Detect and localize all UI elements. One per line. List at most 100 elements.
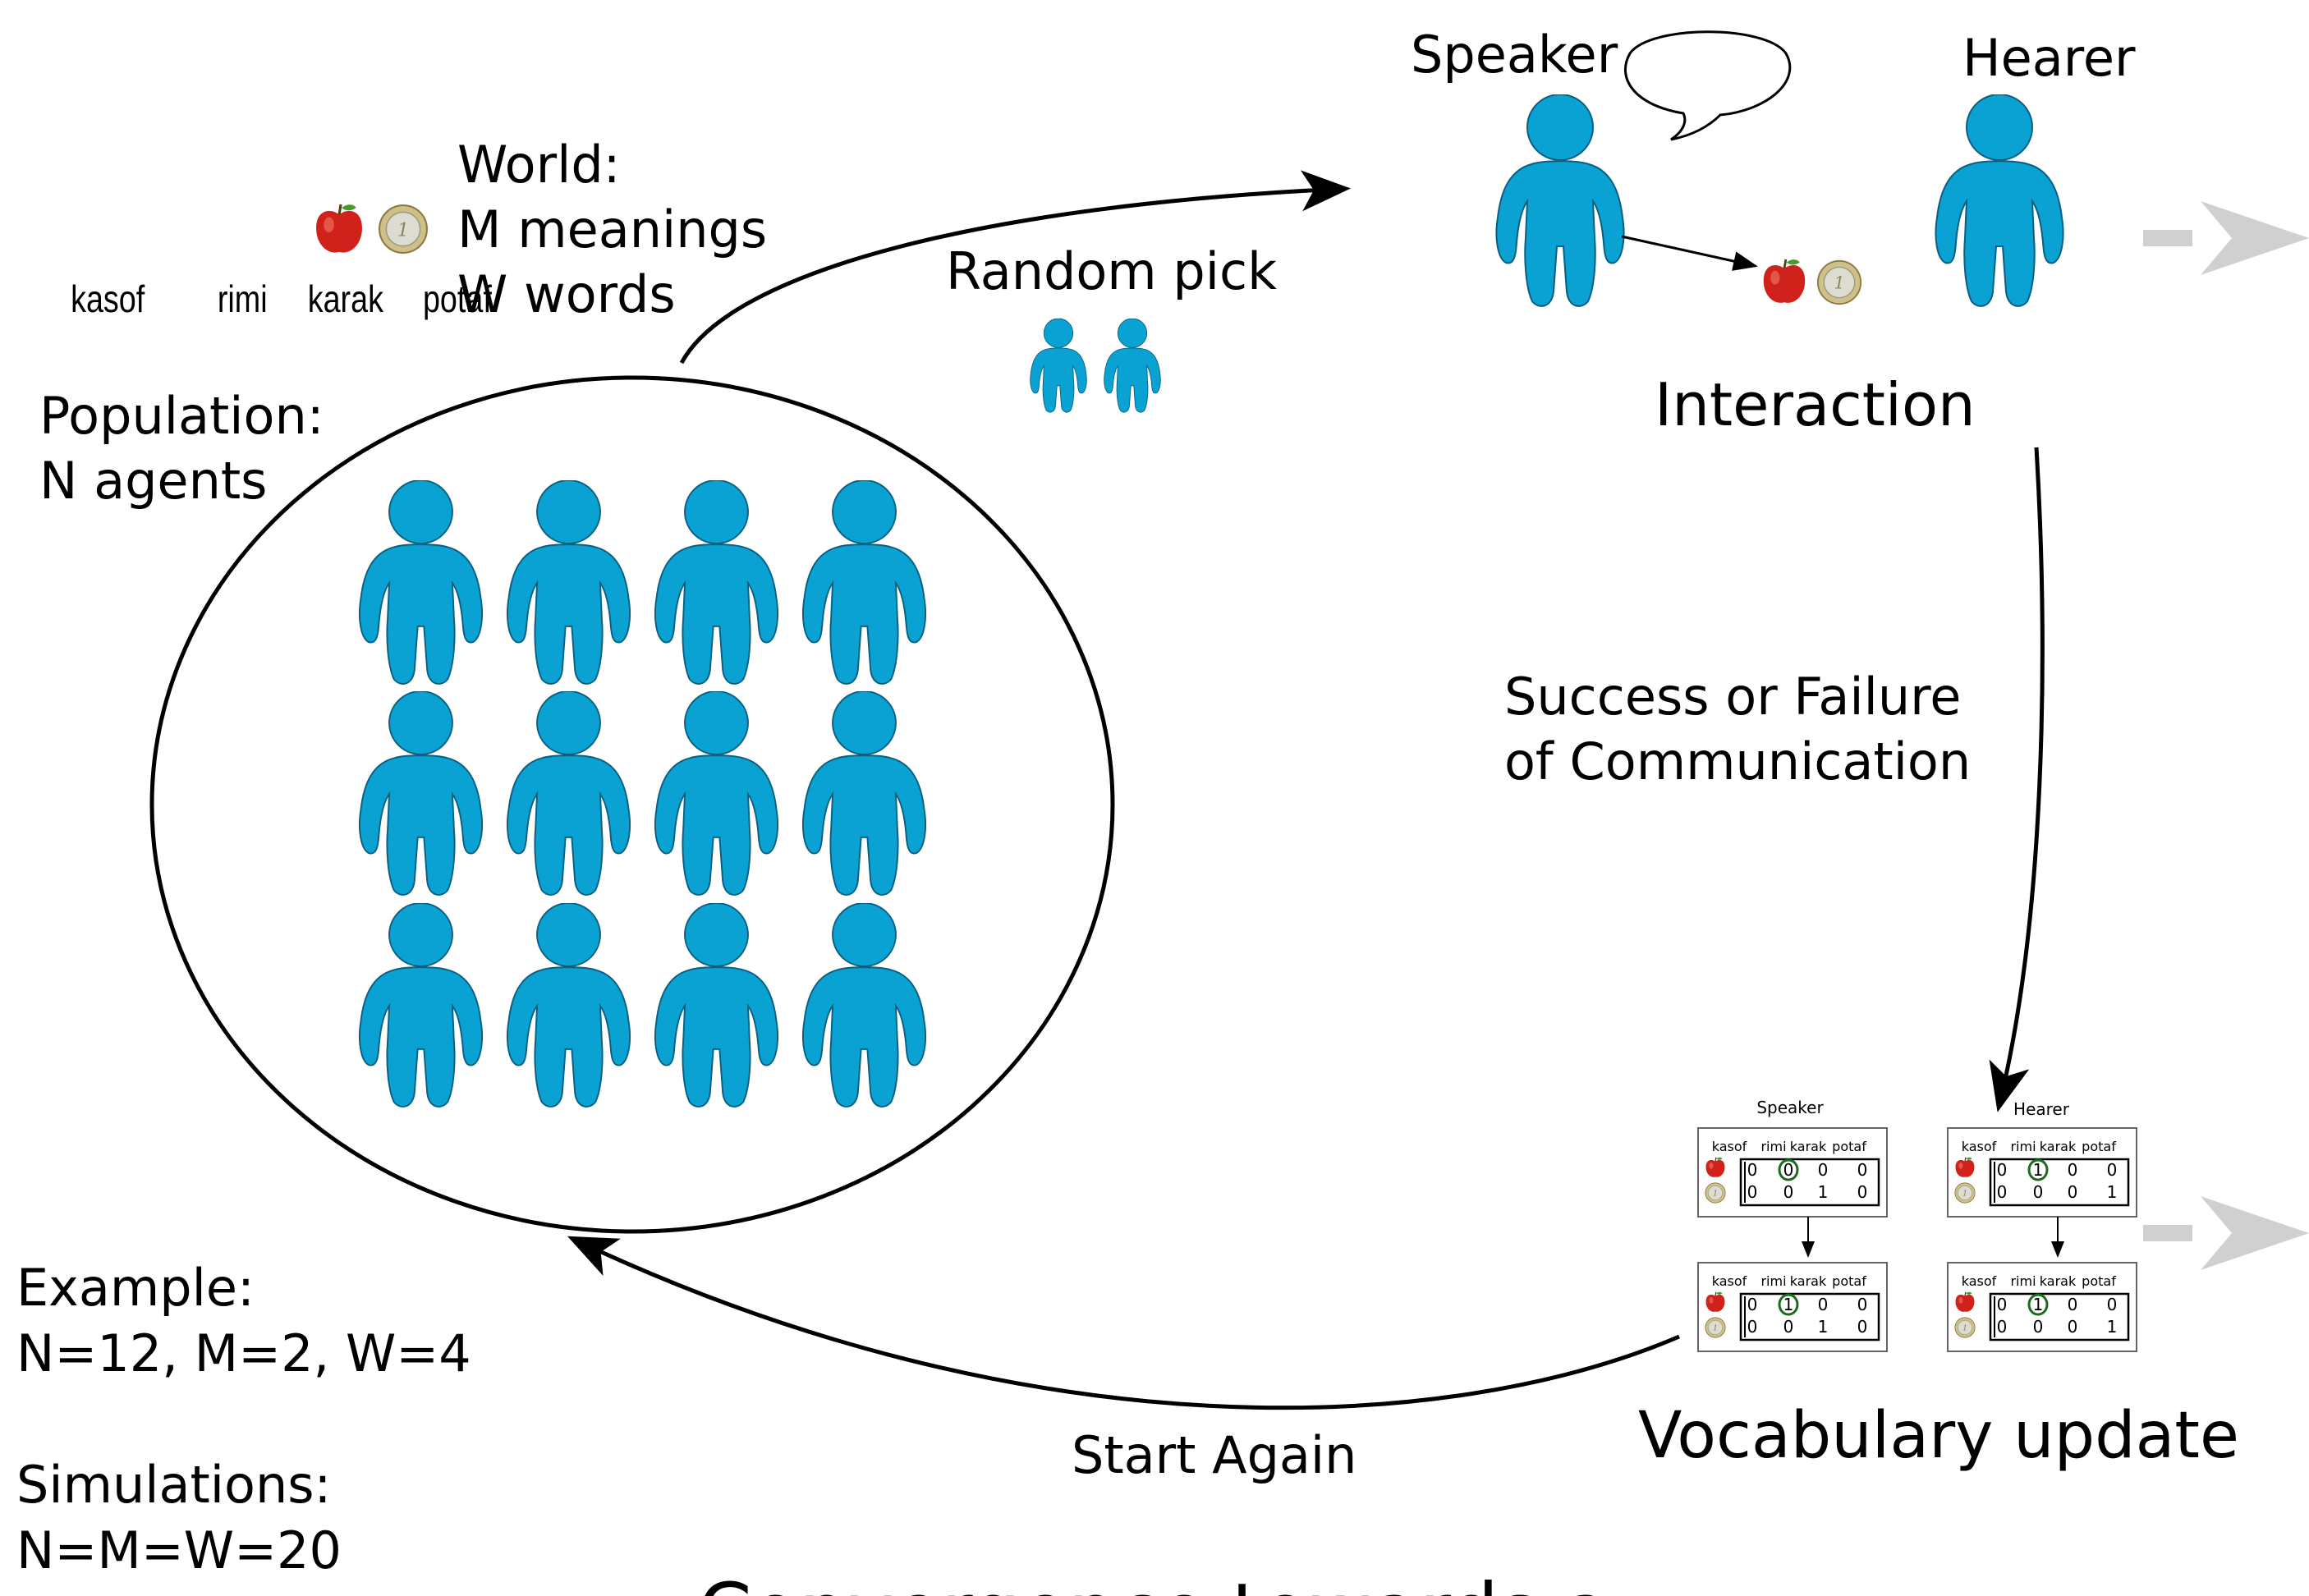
matrix-cell: 1	[2107, 1317, 2118, 1337]
matrix-cell: 0	[2068, 1182, 2078, 1202]
population-count: N agents	[39, 451, 268, 511]
speech-bubble-icon	[1624, 30, 1792, 141]
coin-icon	[1705, 1182, 1726, 1204]
matrix-col-header: karak	[2040, 1139, 2077, 1154]
matrix-col-header: rimi	[2010, 1273, 2036, 1289]
matrix-hearer-title: Hearer	[2013, 1099, 2070, 1119]
matrix-cell: 1	[2107, 1182, 2118, 1202]
simulations-title: Simulations:	[16, 1455, 331, 1515]
agent-1	[358, 480, 484, 685]
population-agents	[358, 480, 927, 1108]
start-again-label: Start Again	[1072, 1425, 1356, 1485]
coin-icon	[1954, 1182, 1976, 1204]
matrix-cell: 0	[1857, 1317, 1868, 1337]
vocab-word-kasof: kasof	[71, 277, 145, 319]
agent-5	[358, 691, 484, 896]
matrix-cell: 1	[1818, 1317, 1829, 1337]
matrix-col-header: potaf	[2082, 1139, 2116, 1154]
matrix-cell: 0	[1997, 1182, 2008, 1202]
matrix-col-header: rimi	[1760, 1139, 1786, 1154]
hearer-label: Hearer	[1962, 28, 2136, 88]
matrix-cell: 0	[2068, 1295, 2078, 1314]
matrix-col-header: kasof	[1712, 1139, 1747, 1154]
coin-icon	[1705, 1317, 1726, 1338]
matrix-speaker-title: Speaker	[1756, 1098, 1824, 1117]
picked-agent-1	[1030, 319, 1087, 413]
coin-icon	[1954, 1317, 1976, 1338]
simulations-values: N=M=W=20	[16, 1520, 342, 1580]
population-ellipse	[149, 375, 1115, 1234]
interaction-label: Interaction	[1655, 370, 1976, 439]
agent-3	[654, 480, 779, 685]
agent-8	[801, 691, 927, 896]
world-meanings: M meanings	[457, 200, 767, 259]
feedback-line2: of Communication	[1504, 732, 1971, 791]
matrix-col-header: potaf	[1832, 1139, 1866, 1154]
matrix-cell: 0	[2107, 1160, 2118, 1180]
vocabulary-update-label: Vocabulary update	[1638, 1399, 2239, 1473]
population-title: Population:	[39, 386, 324, 446]
matrix-col-header: karak	[2040, 1273, 2077, 1289]
picked-agent-2	[1104, 319, 1161, 413]
agent-11	[654, 903, 779, 1108]
matrix-cell: 1	[1783, 1295, 1794, 1314]
matrix-highlight	[1778, 1293, 1799, 1316]
speaker-label: Speaker	[1411, 25, 1618, 85]
matrix-highlight	[2027, 1293, 2049, 1316]
vocab-word-rimi: rimi	[218, 277, 268, 319]
matrix-cell: 1	[2033, 1295, 2044, 1314]
matrix-col-header: rimi	[1760, 1273, 1786, 1289]
matrix-cell: 0	[1783, 1317, 1794, 1337]
matrix-cell: 1	[1818, 1182, 1829, 1202]
matrix-col-header: karak	[1790, 1273, 1827, 1289]
matrix-cell: 0	[1818, 1160, 1829, 1180]
interaction-coin-icon	[1816, 259, 1862, 305]
matrix-cell: 0	[1997, 1317, 2008, 1337]
world-title: World:	[457, 135, 621, 195]
matrix-cell: 0	[1857, 1160, 1868, 1180]
matrix-cell: 0	[2033, 1317, 2044, 1337]
matrix-cell: 0	[1747, 1317, 1758, 1337]
matrix-cell: 1	[2033, 1160, 2044, 1180]
matrix-cell: 0	[1997, 1295, 2008, 1314]
matrix-cell: 0	[2068, 1317, 2078, 1337]
arrow-start-again	[567, 1236, 1680, 1410]
matrix-cell: 0	[1747, 1182, 1758, 1202]
matrix-highlight	[2027, 1158, 2049, 1181]
coin-icon	[379, 204, 428, 254]
interaction-apple-icon	[1762, 258, 1806, 305]
vocab-word-potaf: potaf	[423, 277, 492, 319]
agent-12	[801, 903, 927, 1108]
matrix-col-header: kasof	[1962, 1273, 1997, 1289]
agent-7	[654, 691, 779, 896]
matrix-col-header: rimi	[2010, 1139, 2036, 1154]
hearer-agent	[1935, 94, 2064, 307]
agent-6	[506, 691, 631, 896]
matrix-cell: 0	[1747, 1160, 1758, 1180]
matrix-highlight	[1778, 1158, 1799, 1181]
example-values: N=12, M=2, W=4	[16, 1323, 471, 1383]
matrix-col-header: karak	[1790, 1139, 1827, 1154]
matrix-cell: 0	[2068, 1160, 2078, 1180]
matrix-cell: 0	[1783, 1160, 1794, 1180]
world-words: W words	[457, 264, 676, 324]
apple-icon	[314, 203, 364, 255]
random-pick-label: Random pick	[946, 241, 1277, 301]
matrix-col-header: kasof	[1962, 1139, 1997, 1154]
matrix-cell: 0	[2033, 1182, 2044, 1202]
matrix-cell: 0	[1818, 1295, 1829, 1314]
pointing-arrow	[1621, 235, 1758, 271]
feedback-line1: Success or Failure	[1504, 667, 1961, 727]
matrix-cell: 0	[1747, 1295, 1758, 1314]
vocab-word-karak: karak	[308, 277, 384, 319]
matrix-cell: 0	[1857, 1182, 1868, 1202]
ghost-arrow-bottom	[2143, 1196, 2309, 1270]
agent-10	[506, 903, 631, 1108]
matrix-cell: 0	[2107, 1295, 2118, 1314]
